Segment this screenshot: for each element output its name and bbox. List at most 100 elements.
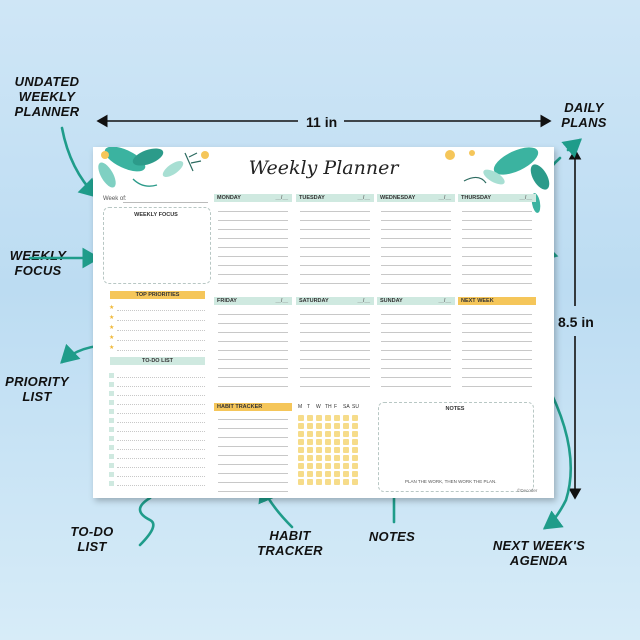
leaf-decoration-left xyxy=(98,147,209,188)
habit-cell xyxy=(334,439,340,445)
checkbox-square xyxy=(109,400,114,405)
checkbox-square xyxy=(109,454,114,459)
day-line xyxy=(300,265,370,266)
todo-line xyxy=(117,413,205,414)
day-line xyxy=(381,238,451,239)
habit-cell xyxy=(334,463,340,469)
habit-cell xyxy=(334,471,340,477)
day-line xyxy=(218,359,288,360)
habit-cell xyxy=(307,471,313,477)
day-line xyxy=(300,238,370,239)
habit-cell xyxy=(352,463,358,469)
priority-line xyxy=(117,350,205,351)
day-line xyxy=(381,323,451,324)
day-line xyxy=(218,386,288,387)
day-header-friday: FRIDAY__/__ xyxy=(214,297,292,305)
day-line xyxy=(300,314,370,315)
day-line xyxy=(462,256,532,257)
day-line xyxy=(462,247,532,248)
habit-day-label: SA xyxy=(343,404,350,410)
top-priorities-header: TOP PRIORITIES xyxy=(110,291,205,299)
habit-cell xyxy=(325,455,331,461)
star-icon: ★ xyxy=(109,335,115,341)
todo-line xyxy=(117,476,205,477)
day-line xyxy=(218,211,288,212)
next-week-header: NEXT WEEK xyxy=(458,297,536,305)
habit-cell xyxy=(298,463,304,469)
habit-cell xyxy=(316,471,322,477)
habit-day-label: W xyxy=(316,404,321,410)
habit-cell xyxy=(316,423,322,429)
habit-cell xyxy=(325,423,331,429)
habit-cell xyxy=(316,455,322,461)
habit-cell xyxy=(307,431,313,437)
leaf-decoration-right xyxy=(445,147,550,213)
day-line xyxy=(300,377,370,378)
habit-cell xyxy=(343,423,349,429)
checkbox-square xyxy=(109,445,114,450)
habit-cell xyxy=(307,479,313,485)
day-line xyxy=(218,332,288,333)
habit-cell xyxy=(316,463,322,469)
day-line xyxy=(300,368,370,369)
habit-cell xyxy=(298,415,304,421)
habit-cell xyxy=(334,415,340,421)
star-icon: ★ xyxy=(109,325,115,331)
todo-line xyxy=(117,467,205,468)
day-line xyxy=(381,247,451,248)
day-line xyxy=(300,341,370,342)
todo-line xyxy=(117,431,205,432)
day-line xyxy=(218,473,288,474)
notes-box xyxy=(378,402,534,492)
day-line xyxy=(381,229,451,230)
callout-habit-tracker: HABIT TRACKER xyxy=(257,528,323,558)
habit-tracker-header: HABIT TRACKER xyxy=(214,403,292,411)
arrow-undated xyxy=(60,126,98,198)
habit-cell xyxy=(325,415,331,421)
habit-cell xyxy=(334,455,340,461)
day-line xyxy=(218,419,288,420)
habit-cell xyxy=(307,439,313,445)
day-line xyxy=(300,211,370,212)
day-line xyxy=(381,265,451,266)
day-line xyxy=(381,350,451,351)
star-icon: ★ xyxy=(109,305,115,311)
day-line xyxy=(462,314,532,315)
habit-cell xyxy=(343,431,349,437)
day-line xyxy=(218,341,288,342)
day-line xyxy=(300,359,370,360)
checkbox-square xyxy=(109,409,114,414)
day-line xyxy=(462,386,532,387)
day-line xyxy=(381,283,451,284)
checkbox-square xyxy=(109,481,114,486)
habit-cell xyxy=(325,447,331,453)
day-header-sunday: SUNDAY__/__ xyxy=(377,297,455,305)
day-line xyxy=(218,491,288,492)
habit-cell xyxy=(316,447,322,453)
day-line xyxy=(381,359,451,360)
day-line xyxy=(462,238,532,239)
star-icon: ★ xyxy=(109,315,115,321)
day-line xyxy=(218,256,288,257)
day-line xyxy=(300,247,370,248)
checkbox-square xyxy=(109,418,114,423)
day-line xyxy=(462,332,532,333)
day-line xyxy=(218,323,288,324)
todo-line xyxy=(117,440,205,441)
habit-cell xyxy=(316,479,322,485)
checkbox-square xyxy=(109,427,114,432)
day-line xyxy=(218,283,288,284)
habit-cell xyxy=(298,455,304,461)
day-line xyxy=(300,220,370,221)
day-line xyxy=(218,446,288,447)
habit-cell xyxy=(298,471,304,477)
priority-line xyxy=(117,330,205,331)
day-header-saturday: SATURDAY__/__ xyxy=(296,297,374,305)
priority-line xyxy=(117,310,205,311)
checkbox-square xyxy=(109,373,114,378)
brand-mark: ©Decoder xyxy=(517,488,538,493)
checkbox-square xyxy=(109,391,114,396)
habit-cell xyxy=(334,479,340,485)
habit-cell xyxy=(343,439,349,445)
day-line xyxy=(462,274,532,275)
